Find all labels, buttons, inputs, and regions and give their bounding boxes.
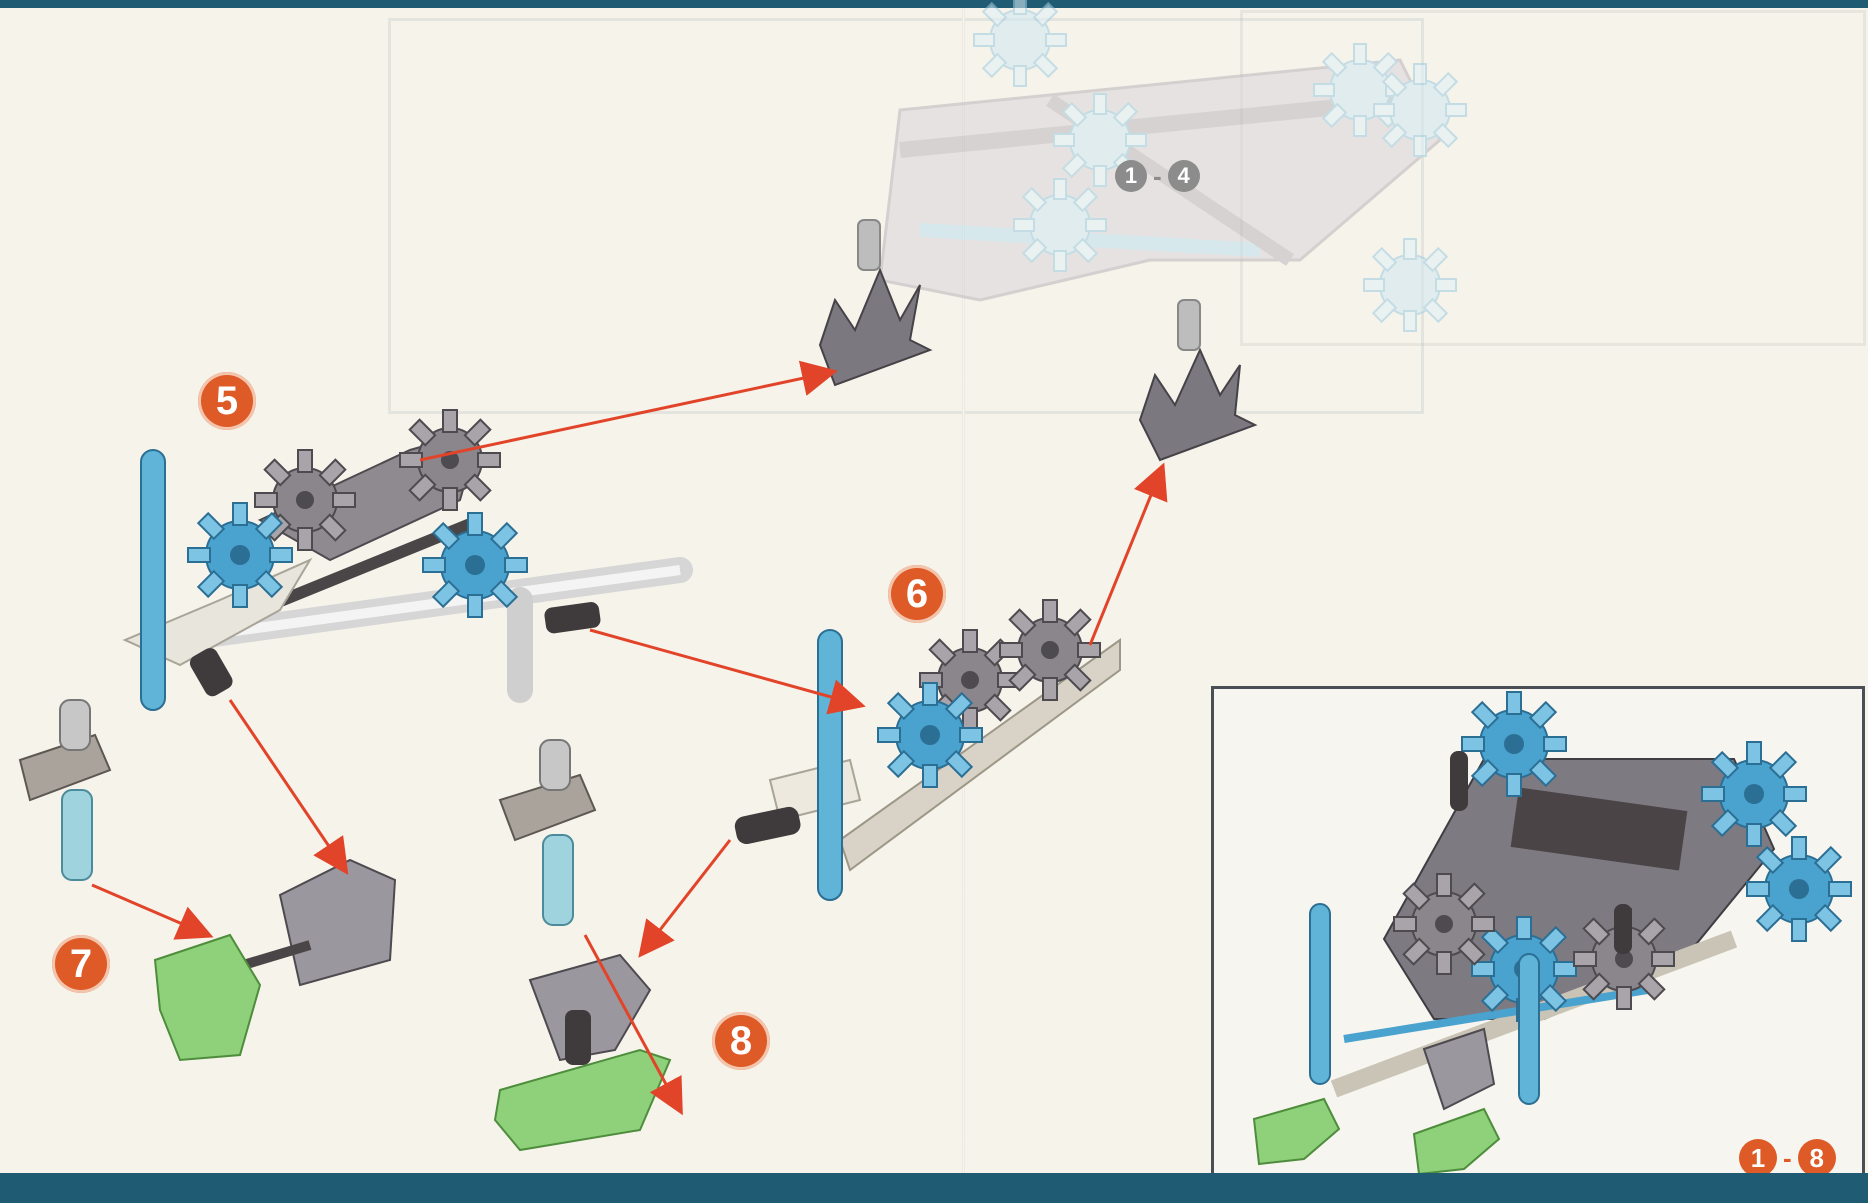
step-8-parts [495,740,670,1150]
step-badge-8: 8 [712,1012,770,1070]
step-badge-7: 7 [52,935,110,993]
prior-steps-range: 1 - 4 [1115,160,1200,192]
completed-assembly-inset: 1 - 8 [1211,686,1865,1192]
step-5-assembly [125,410,680,710]
step-badge-5: 5 [198,372,256,430]
completed-assembly-illustration [1214,689,1862,1189]
summary-steps-range: 1 - 8 [1739,1139,1836,1177]
range-to: 8 [1798,1139,1836,1177]
ghost-target-connector-right [1140,300,1255,460]
bottom-border-band [0,1173,1868,1203]
step-7-parts [20,700,395,1060]
step-6-assembly [733,600,1120,900]
range-to: 4 [1168,160,1200,192]
range-from: 1 [1739,1139,1777,1177]
range-dash: - [1153,161,1162,192]
range-dash: - [1783,1143,1792,1174]
range-from: 1 [1115,160,1147,192]
step-badge-6: 6 [888,565,946,623]
